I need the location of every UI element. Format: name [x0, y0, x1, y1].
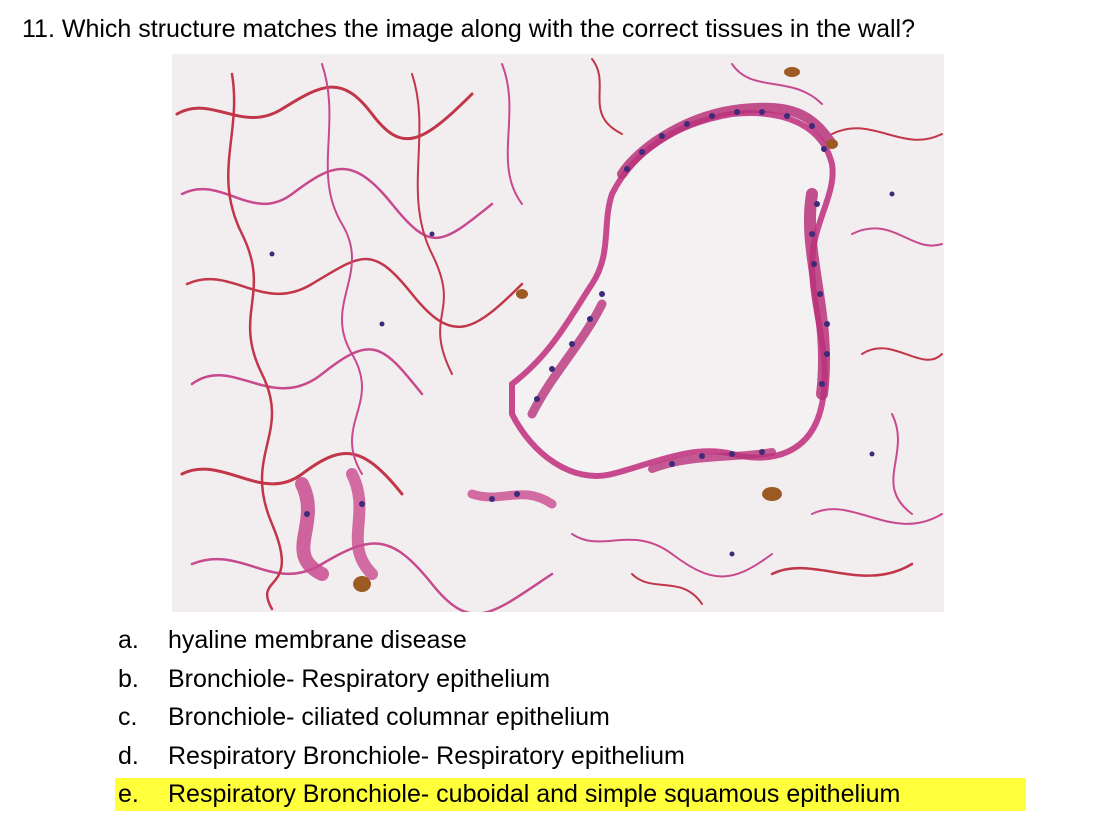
text-highlight — [115, 778, 1026, 811]
option-text: Respiratory Bronchiole- Respiratory epit… — [168, 741, 685, 770]
option-marker: b. — [118, 664, 139, 693]
option-marker: e. — [118, 780, 139, 808]
option-text: Bronchiole- ciliated columnar epithelium — [168, 703, 610, 731]
option-marker: d. — [118, 741, 139, 770]
histology-figure — [172, 54, 944, 612]
option-marker: c. — [118, 703, 138, 731]
option-text: Bronchiole- Respiratory epithelium — [168, 664, 551, 693]
question-text: 11. Which structure matches the image al… — [22, 15, 916, 43]
option-text: Respiratory Bronchiole- cuboidal and sim… — [168, 780, 901, 808]
option-text: hyaline membrane disease — [168, 626, 467, 654]
option-marker: a. — [118, 626, 139, 654]
lung-histology-image — [172, 54, 944, 612]
